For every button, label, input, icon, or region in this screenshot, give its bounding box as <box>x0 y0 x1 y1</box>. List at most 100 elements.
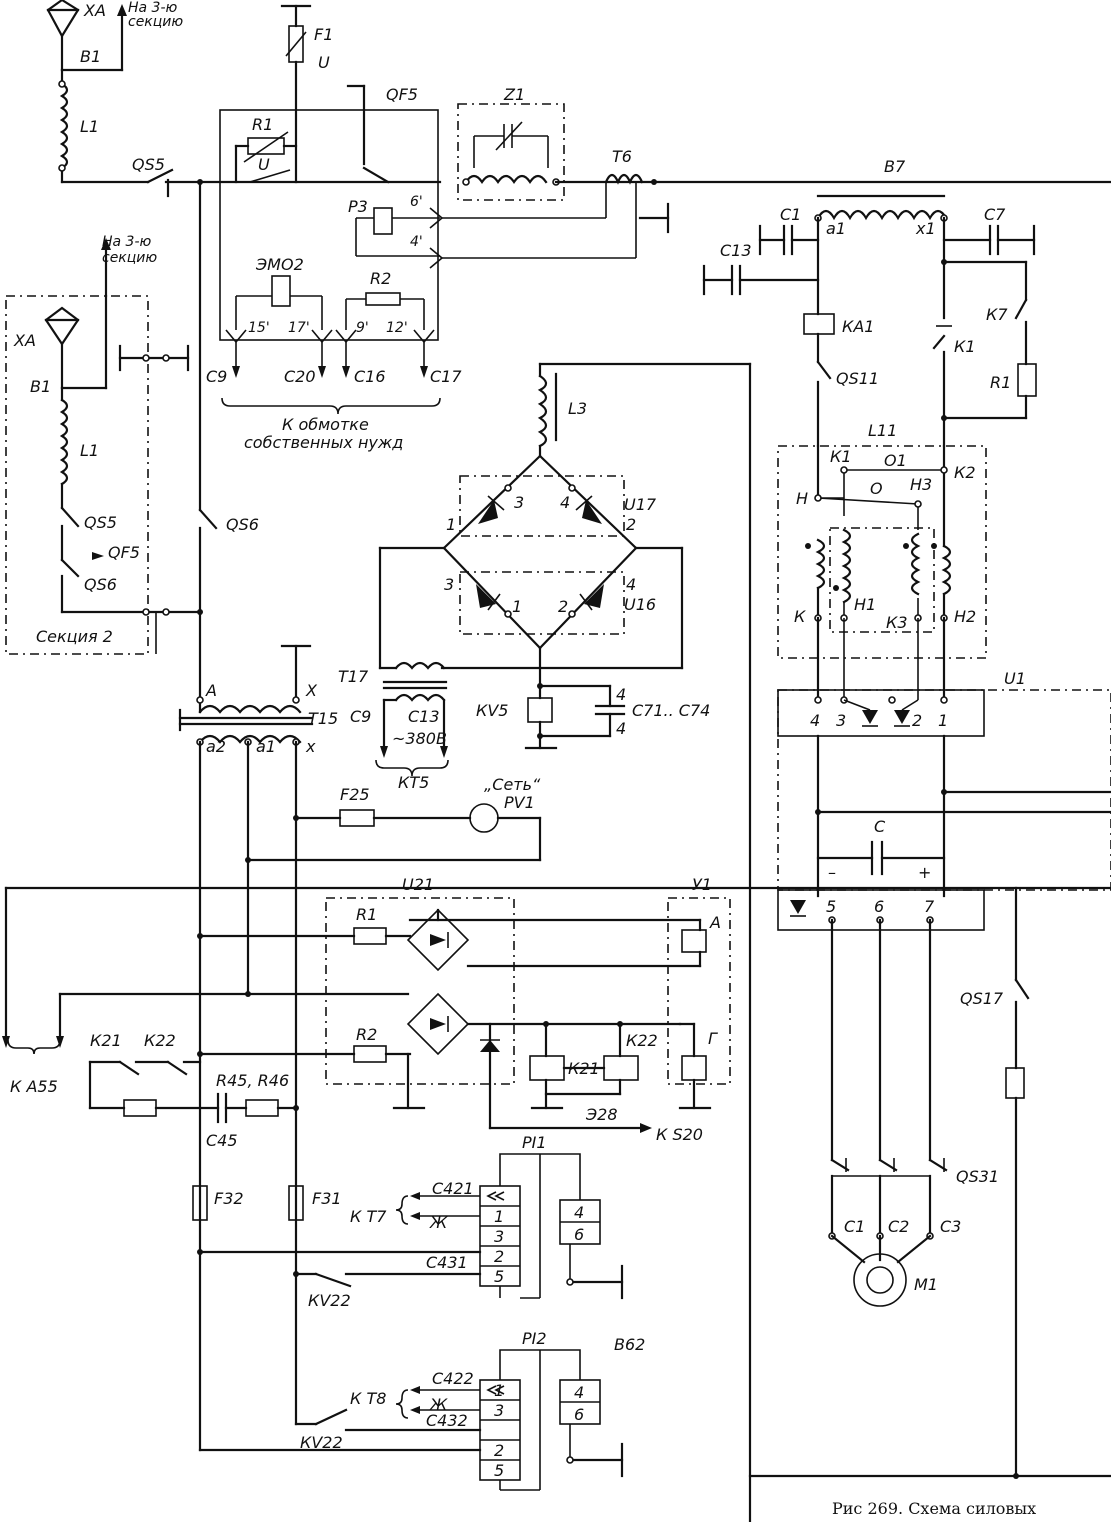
label-t15-a2: а2 <box>206 737 226 756</box>
label-qf5-2: QF5 <box>108 543 140 562</box>
label-coil-g: Г <box>708 1029 718 1048</box>
label-to-section-3-b: секцию <box>128 14 183 30</box>
bus-b7 <box>442 173 1111 259</box>
label-plus: + <box>918 863 931 882</box>
label-qs31: QS31 <box>956 1167 999 1186</box>
label-p3: Р3 <box>348 197 368 216</box>
label-t15-a1: а1 <box>256 737 276 756</box>
label-b1: В1 <box>80 47 101 66</box>
fuses-f31-f32 <box>192 1185 304 1277</box>
label-a1: а1 <box>826 219 846 238</box>
label-own-needs-b: собственных нужд <box>244 433 403 452</box>
label-pi1-1: 1 <box>494 1207 504 1226</box>
label-xa: ХА <box>83 1 106 20</box>
label-node-4b: 4 <box>626 575 636 594</box>
label-pi2-2: 2 <box>494 1441 504 1460</box>
label-r1-u: U <box>258 155 270 174</box>
label-qs17: QS17 <box>960 989 1004 1008</box>
label-qs5-2: QS5 <box>84 513 117 532</box>
label-section-2: Секция 2 <box>36 627 113 646</box>
label-m1: М1 <box>914 1275 938 1294</box>
label-qs5: QS5 <box>132 155 165 174</box>
label-c9: С9 <box>206 367 227 386</box>
transformer-t15 <box>178 644 314 1452</box>
label-k22: К22 <box>144 1031 176 1050</box>
label-qs6: QS6 <box>226 515 259 534</box>
label-pin-15: 15' <box>248 320 270 336</box>
label-term-7: 7 <box>924 897 935 916</box>
label-minus: – <box>828 863 836 882</box>
label-c20: С20 <box>284 367 316 386</box>
smoothing-reactor-l11 <box>777 444 987 702</box>
label-kt7: К Т7 <box>350 1207 387 1226</box>
label-h: Н <box>796 489 808 508</box>
label-pv1: PV1 <box>504 793 535 812</box>
label-network: „Сеть“ <box>484 775 541 794</box>
label-qs11: QS11 <box>836 369 879 388</box>
label-r1-right: R1 <box>990 373 1011 392</box>
label-term-5: 5 <box>826 897 836 916</box>
label-c7: С7 <box>984 205 1006 224</box>
label-pi2-5: 5 <box>494 1461 504 1480</box>
label-c45: С45 <box>206 1131 238 1150</box>
label-b62: В62 <box>614 1335 645 1354</box>
label-ks20: К S20 <box>656 1125 703 1144</box>
label-u17: U17 <box>624 495 657 514</box>
label-pi2-3: 3 <box>494 1401 504 1420</box>
label-u21-r1: R1 <box>356 905 377 924</box>
label-h3: Н3 <box>910 475 932 494</box>
label-pin-17: 17' <box>288 320 310 336</box>
label-to-section-3-a: На 3-ю <box>128 0 178 16</box>
filter-z1 <box>457 103 565 201</box>
label-c71-c74: С71.. С74 <box>632 701 710 720</box>
label-term-2: 2 <box>912 711 922 730</box>
label-e28: Э28 <box>585 1105 618 1124</box>
label-qs6-2: QS6 <box>84 575 117 594</box>
label-k2: К2 <box>954 463 976 482</box>
label-pi2: РI2 <box>522 1329 547 1348</box>
rectifier-bridges-u16-u17 <box>375 362 752 1522</box>
label-t17: Т17 <box>338 667 369 686</box>
network-voltmeter-pv1 <box>245 803 542 863</box>
figure-caption: Рис 269. Схема силовых <box>832 1499 1036 1518</box>
label-380v: ~380В <box>392 729 447 748</box>
label-k1-winding: К1 <box>830 447 852 466</box>
label-coil-a: А <box>709 913 721 932</box>
label-r45-r46: R45, R46 <box>216 1071 289 1090</box>
label-pin-9: 9' <box>356 320 369 336</box>
label-pi1-5: 5 <box>494 1267 504 1286</box>
label-l1-2: L1 <box>80 441 99 460</box>
label-r1: R1 <box>252 115 273 134</box>
label-c9-b: С9 <box>350 707 371 726</box>
label-kt5: КТ5 <box>398 773 429 792</box>
label-node-3b: 3 <box>444 575 454 594</box>
disconnector-qs17 <box>748 886 1111 1479</box>
label-k3: К3 <box>886 613 908 632</box>
main-switch-qf5 <box>219 84 444 415</box>
label-b7: В7 <box>884 157 906 176</box>
label-motor-c1: С1 <box>844 1217 865 1236</box>
label-to-section-3-a2: На 3-ю <box>102 234 152 250</box>
label-qf5: QF5 <box>386 85 418 104</box>
label-f1: F1 <box>314 25 333 44</box>
label-term-6: 6 <box>874 897 884 916</box>
label-c13-b: С13 <box>408 707 440 726</box>
label-motor-c2: С2 <box>888 1217 909 1236</box>
label-l1: L1 <box>80 117 99 136</box>
label-h2: Н2 <box>954 607 976 626</box>
label-pi1-3: 3 <box>494 1227 504 1246</box>
label-pin-12: 12' <box>386 320 408 336</box>
label-t15-x: Х <box>305 681 318 700</box>
label-r2: R2 <box>370 269 391 288</box>
label-kv22: КV22 <box>308 1291 351 1310</box>
label-l11: L11 <box>868 421 897 440</box>
label-u21-r2: R2 <box>356 1025 377 1044</box>
label-kv5: КV5 <box>476 701 508 720</box>
label-l3: L3 <box>568 399 587 418</box>
label-pi2-6: 6 <box>574 1405 584 1424</box>
label-c422: С422 <box>432 1369 474 1388</box>
label-kt8: К Т8 <box>350 1389 386 1408</box>
label-b1-2: В1 <box>30 377 51 396</box>
label-zh2: Ж <box>429 1395 448 1414</box>
